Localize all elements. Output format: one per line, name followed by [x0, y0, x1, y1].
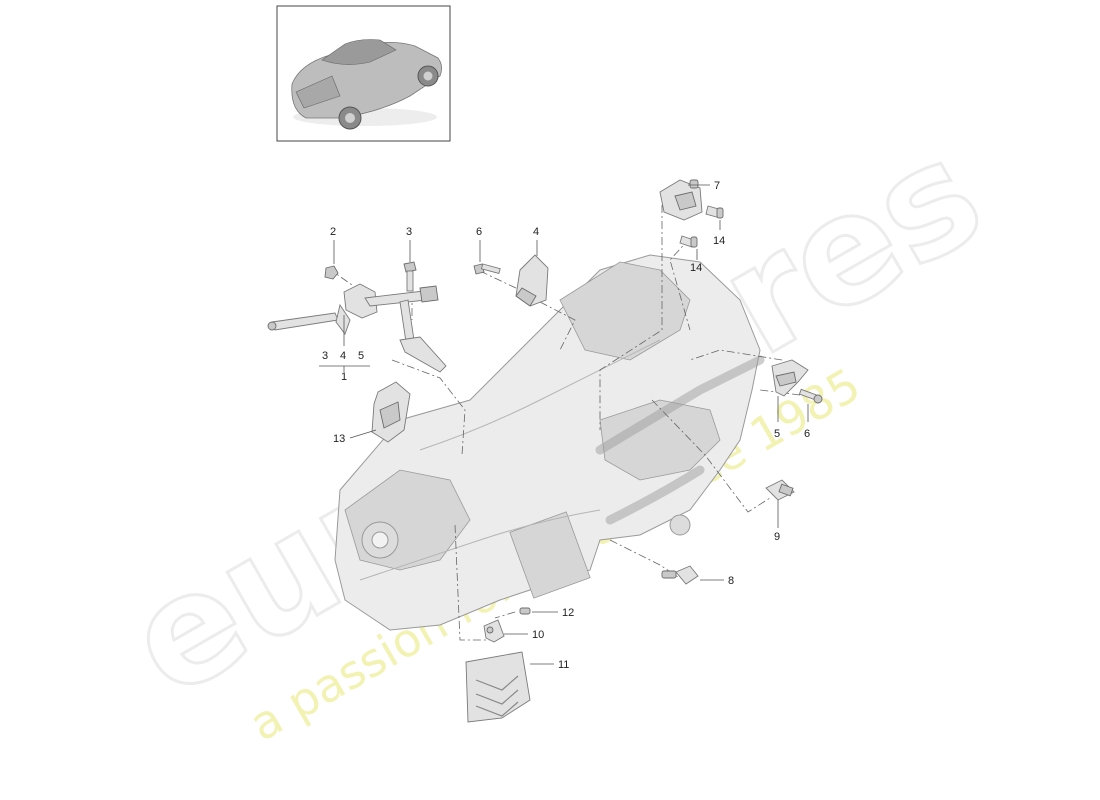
callout-5-sub: 5	[358, 350, 364, 362]
assembly-lines	[327, 205, 801, 641]
callout-4: 4	[533, 226, 539, 238]
callout-9: 9	[774, 531, 780, 543]
callout-4-sub: 4	[340, 350, 346, 362]
callout-leaders	[319, 184, 809, 665]
callout-6-right: 6	[804, 428, 810, 440]
vehicle-thumbnail	[276, 5, 451, 142]
part-5-bracket	[771, 359, 809, 397]
part-10-speed-sensor	[483, 619, 505, 643]
part-4-bracket	[515, 254, 549, 307]
callout-1: 1	[341, 371, 347, 383]
part-11-heat-shield	[465, 651, 531, 723]
callout-7: 7	[714, 180, 720, 192]
part-13-sensor-module	[371, 381, 411, 443]
part-6-bolt-left	[473, 263, 501, 275]
part-9-temperature-sensor	[765, 479, 795, 501]
callout-13: 13	[333, 433, 345, 445]
part-3-bolt	[403, 261, 417, 292]
part-12-screw	[519, 607, 531, 615]
callout-3: 3	[406, 226, 412, 238]
callout-5: 5	[774, 428, 780, 440]
part-1-level-sensor-assembly	[267, 283, 447, 373]
callout-8: 8	[728, 575, 734, 587]
part-7-mount-bracket	[659, 179, 703, 221]
callout-3-sub: 3	[322, 350, 328, 362]
callout-14-lower: 14	[690, 262, 702, 274]
callout-labels: 2 3 6 4 7 14 14 3 4 5 1 13 5 6 9 8 12 10…	[322, 180, 810, 671]
transmission-housing	[334, 254, 765, 631]
callout-12: 12	[562, 607, 574, 619]
part-14-bolt-lower	[679, 235, 698, 248]
callout-6-left: 6	[476, 226, 482, 238]
part-6-bolt-right	[798, 388, 823, 404]
callout-11: 11	[558, 659, 569, 671]
callout-2: 2	[330, 226, 336, 238]
part-14-bolt-upper	[705, 205, 724, 219]
part-2-nut	[324, 265, 339, 280]
part-8-sensor	[661, 565, 699, 585]
callout-10: 10	[532, 629, 544, 641]
callout-14-upper: 14	[713, 235, 725, 247]
